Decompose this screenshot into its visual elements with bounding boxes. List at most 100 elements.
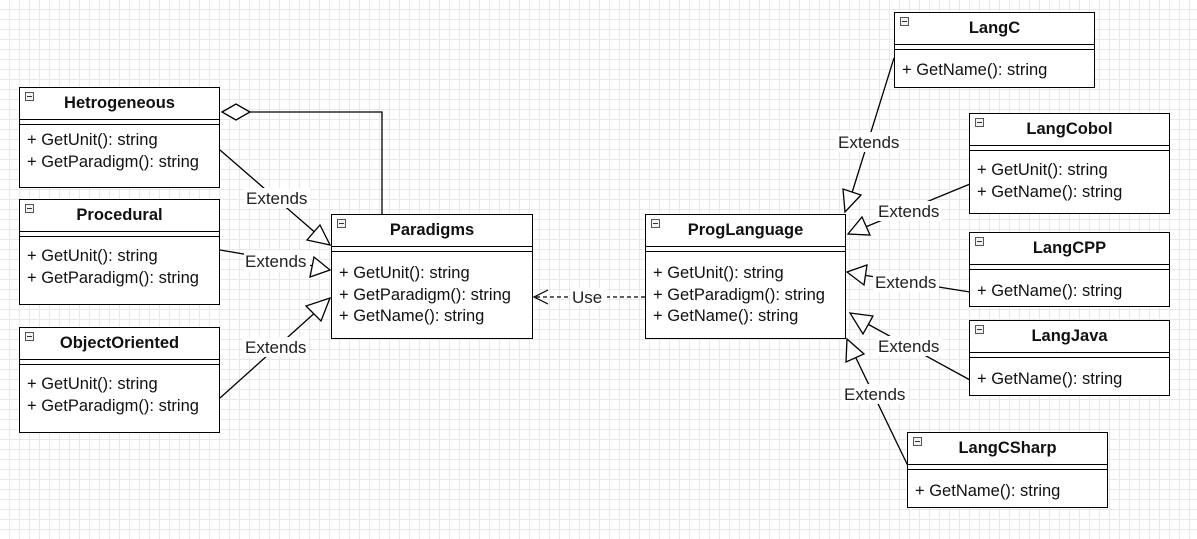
operation-item: + GetUnit(): string	[27, 247, 158, 265]
collapse-toggle-icon[interactable]	[975, 118, 984, 127]
langjava-extends-edge: Extends	[848, 312, 971, 381]
class-header: LangCSharp	[908, 433, 1107, 465]
generalization-arrowhead	[309, 255, 332, 278]
operation-item: + GetUnit(): string	[27, 375, 158, 393]
langc-extends-label: Extends	[838, 133, 899, 152]
operation-item: + GetName(): string	[339, 307, 485, 325]
operations-compartment: + GetUnit(): string + GetParadigm(): str…	[646, 252, 845, 332]
langjava-extends-label: Extends	[878, 337, 939, 356]
class-name: Paradigms	[389, 221, 475, 239]
langcpp-extends-label: Extends	[875, 273, 936, 292]
attributes-compartment	[970, 353, 1169, 358]
operations-compartment: + GetName(): string	[908, 470, 1107, 507]
class-header: LangC	[895, 13, 1094, 45]
class-proglanguage[interactable]: ProgLanguage + GetUnit(): string + GetPa…	[645, 214, 846, 339]
class-hetrogeneous[interactable]: Hetrogeneous + GetUnit(): string + GetPa…	[19, 87, 220, 188]
collapse-toggle-icon[interactable]	[975, 237, 984, 246]
class-header: ObjectOriented	[20, 328, 219, 360]
operation-item: + GetUnit(): string	[339, 264, 470, 282]
operation-item: + GetParadigm(): string	[27, 268, 199, 287]
attributes-compartment	[20, 360, 219, 365]
operation-item: + GetName(): string	[653, 307, 799, 325]
class-procedural[interactable]: Procedural + GetUnit(): string + GetPara…	[19, 199, 220, 305]
langc-extends-edge: Extends	[836, 57, 902, 214]
hetrogeneous-extends-edge: Extends	[219, 149, 332, 246]
generalization-arrowhead	[305, 223, 332, 246]
class-name: LangCobol	[1026, 120, 1113, 138]
langcsharp-extends-label: Extends	[844, 385, 905, 404]
collapse-toggle-icon[interactable]	[975, 325, 984, 334]
class-name: LangJava	[1031, 327, 1108, 345]
use-label: Use	[572, 288, 602, 307]
aggregation-edge	[220, 103, 383, 214]
attributes-compartment	[332, 247, 532, 252]
operation-item: + GetUnit(): string	[977, 161, 1108, 179]
attributes-compartment	[970, 146, 1169, 151]
attributes-compartment	[20, 232, 219, 237]
collapse-toggle-icon[interactable]	[900, 17, 909, 26]
class-objectoriented[interactable]: ObjectOriented + GetUnit(): string + Get…	[19, 327, 220, 433]
class-langcpp[interactable]: LangCPP + GetName(): string	[969, 232, 1170, 307]
procedural-extends-label: Extends	[245, 252, 306, 271]
operation-item: + GetName(): string	[915, 482, 1061, 500]
class-langcobol[interactable]: LangCobol + GetUnit(): string + GetName(…	[969, 113, 1170, 214]
class-header: LangJava	[970, 321, 1169, 353]
langcpp-extends-edge: Extends	[845, 264, 971, 293]
operation-item: + GetUnit(): string	[27, 131, 158, 149]
operation-item: + GetParadigm(): string	[339, 285, 511, 304]
generalization-arrowhead	[304, 296, 332, 323]
class-name: Hetrogeneous	[64, 94, 175, 112]
langcsharp-extends-edge: Extends	[842, 337, 909, 467]
operations-compartment: + GetUnit(): string + GetParadigm(): str…	[332, 252, 532, 332]
attributes-compartment	[646, 247, 845, 252]
operations-compartment: + GetUnit(): string + GetName(): string	[970, 151, 1169, 207]
class-name: LangC	[968, 19, 1021, 37]
operation-item: + GetName(): string	[977, 370, 1123, 388]
operation-item: + GetName(): string	[977, 282, 1123, 300]
class-header: ProgLanguage	[646, 215, 845, 247]
class-name: ProgLanguage	[687, 221, 804, 239]
dependency-arrowhead	[532, 289, 549, 305]
attributes-compartment	[20, 120, 219, 125]
generalization-arrowhead	[848, 312, 875, 336]
operation-item: + GetParadigm(): string	[27, 396, 199, 415]
langcobol-extends-edge: Extends	[846, 183, 971, 236]
langcobol-extends-label: Extends	[878, 202, 939, 221]
operations-compartment: + GetUnit(): string + GetParadigm(): str…	[20, 237, 219, 293]
generalization-arrowhead	[842, 188, 863, 214]
collapse-toggle-icon[interactable]	[25, 332, 34, 341]
hetrogeneous-extends-label: Extends	[246, 189, 307, 208]
class-langjava[interactable]: LangJava + GetName(): string	[969, 320, 1170, 396]
objectoriented-extends-edge: Extends	[219, 296, 332, 399]
class-name: ObjectOriented	[59, 334, 180, 352]
class-name: LangCPP	[1032, 239, 1107, 257]
class-name: LangCSharp	[958, 439, 1057, 457]
objectoriented-extends-label: Extends	[245, 338, 306, 357]
generalization-arrowhead	[846, 215, 872, 236]
collapse-toggle-icon[interactable]	[913, 437, 922, 446]
operations-compartment: + GetUnit(): string + GetParadigm(): str…	[20, 365, 219, 421]
procedural-extends-edge: Extends	[219, 249, 332, 278]
class-langc[interactable]: LangC + GetName(): string	[894, 12, 1095, 88]
collapse-toggle-icon[interactable]	[25, 204, 34, 213]
class-langcsharp[interactable]: LangCSharp + GetName(): string	[907, 432, 1108, 508]
operations-compartment: + GetName(): string	[970, 358, 1169, 395]
generalization-arrowhead	[845, 264, 868, 287]
class-header: LangCPP	[970, 233, 1169, 265]
operation-item: + GetParadigm(): string	[653, 285, 825, 304]
class-header: Hetrogeneous	[20, 88, 219, 120]
collapse-toggle-icon[interactable]	[337, 219, 346, 228]
class-paradigms[interactable]: Paradigms + GetUnit(): string + GetParad…	[331, 214, 533, 339]
class-header: Procedural	[20, 200, 219, 232]
operations-compartment: + GetName(): string	[970, 270, 1169, 307]
operations-compartment: + GetName(): string	[895, 50, 1094, 86]
collapse-toggle-icon[interactable]	[651, 219, 660, 228]
operations-compartment: + GetUnit(): string + GetParadigm(): str…	[20, 125, 219, 177]
attributes-compartment	[970, 265, 1169, 270]
attributes-compartment	[908, 465, 1107, 470]
collapse-toggle-icon[interactable]	[25, 92, 34, 101]
generalization-arrowhead	[845, 337, 866, 364]
operation-item: + GetUnit(): string	[653, 264, 784, 282]
operation-item: + GetName(): string	[902, 61, 1048, 79]
